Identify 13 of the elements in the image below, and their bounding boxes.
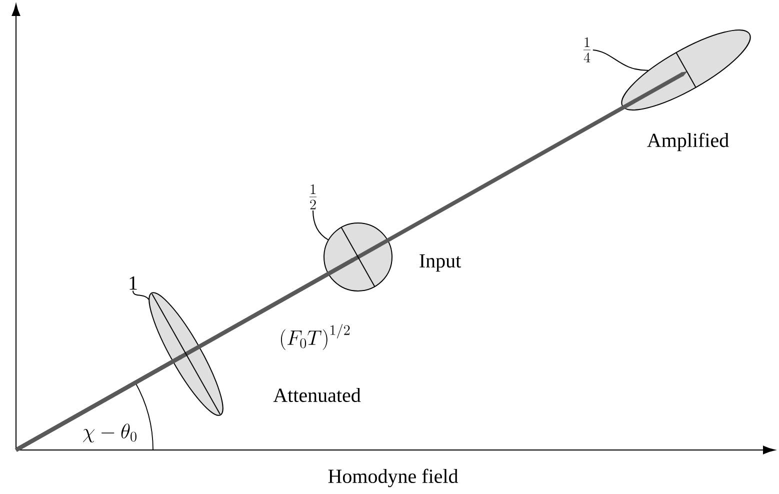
axis-label: Homodyne field	[328, 468, 458, 488]
leader-line	[592, 50, 649, 71]
state-label: Input	[420, 254, 461, 272]
state-label: Amplified	[647, 132, 729, 152]
callout-number: $\frac{1}{2}$	[309, 184, 317, 210]
formula-label: $\chi-\theta_0$	[83, 424, 136, 442]
callout-number: $\frac{1}{4}$	[583, 37, 591, 62]
noise-circle	[324, 222, 392, 292]
leader-line	[312, 210, 329, 240]
callout-number: 1	[130, 276, 137, 290]
leader-line	[132, 290, 150, 300]
formula-label: $\left(F_0T\right)^{1/2}$	[281, 324, 350, 350]
state-label: Attenuated	[273, 388, 361, 402]
